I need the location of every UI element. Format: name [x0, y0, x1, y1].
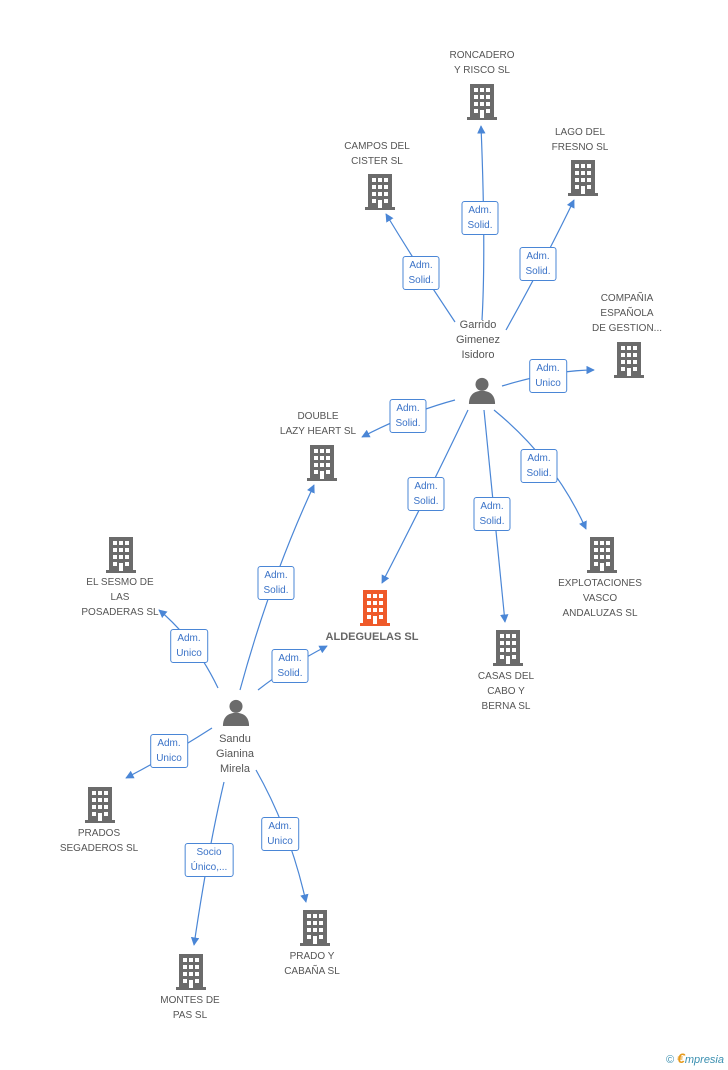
empresia-logo-icon: €: [677, 1050, 685, 1066]
sandu-person-icon[interactable]: [222, 699, 250, 726]
lago-building-icon[interactable]: [568, 160, 598, 196]
edge-label-sandu-double[interactable]: Adm. Solid.: [257, 566, 295, 600]
compania-building-icon[interactable]: [614, 342, 644, 378]
aldeguelas-building-icon[interactable]: [360, 590, 390, 626]
edge-label-garrido-lago[interactable]: Adm. Solid.: [519, 247, 557, 281]
brand-watermark: © €mpresia: [666, 1050, 724, 1066]
company-label-roncadero[interactable]: RONCADERO Y RISCO SL: [449, 50, 515, 76]
campos-building-icon[interactable]: [365, 174, 395, 210]
company-label-compania[interactable]: COMPAÑIA ESPAÑOLA DE GESTION...: [591, 293, 663, 334]
person-label-garrido[interactable]: Garrido Gimenez Isidoro: [455, 319, 501, 361]
prado-building-icon[interactable]: [300, 910, 330, 946]
edge-label-sandu-prados[interactable]: Adm. Unico: [150, 734, 188, 768]
edge-label-sandu-aldeguelas[interactable]: Adm. Solid.: [271, 649, 309, 683]
edge-label-garrido-aldeguelas[interactable]: Adm. Solid.: [407, 477, 445, 511]
edge-label-garrido-casas[interactable]: Adm. Solid.: [473, 497, 511, 531]
company-label-sesmo[interactable]: EL SESMO DE LAS POSADERAS SL: [81, 577, 159, 618]
edge-label-sandu-montes[interactable]: Socio Único,...: [184, 843, 234, 877]
company-label-prados[interactable]: PRADOS SEGADEROS SL: [59, 828, 139, 854]
edge-label-garrido-compania[interactable]: Adm. Unico: [529, 359, 567, 393]
montes-building-icon[interactable]: [176, 954, 206, 990]
company-label-lago[interactable]: LAGO DEL FRESNO SL: [551, 127, 609, 153]
edge-label-sandu-prado[interactable]: Adm. Unico: [261, 817, 299, 851]
sesmo-building-icon[interactable]: [106, 537, 136, 573]
copyright-icon: ©: [665, 1054, 675, 1066]
company-label-campos[interactable]: CAMPOS DEL CISTER SL: [344, 141, 410, 167]
company-label-casas[interactable]: CASAS DEL CABO Y BERNA SL: [477, 671, 535, 712]
explotaciones-building-icon[interactable]: [587, 537, 617, 573]
prados-building-icon[interactable]: [85, 787, 115, 823]
edge-label-garrido-explotaciones[interactable]: Adm. Solid.: [520, 449, 558, 483]
edge-label-garrido-double[interactable]: Adm. Solid.: [389, 399, 427, 433]
double-building-icon[interactable]: [307, 445, 337, 481]
company-label-montes[interactable]: MONTES DE PAS SL: [160, 995, 220, 1021]
roncadero-building-icon[interactable]: [467, 84, 497, 120]
company-label-double[interactable]: DOUBLE LAZY HEART SL: [279, 411, 357, 437]
company-label-prado[interactable]: PRADO Y CABAÑA SL: [284, 951, 340, 977]
company-label-explotaciones[interactable]: EXPLOTACIONES VASCO ANDALUZAS SL: [558, 578, 642, 619]
brand-name: mpresia: [684, 1054, 724, 1066]
casas-building-icon[interactable]: [493, 630, 523, 666]
edge-label-garrido-campos[interactable]: Adm. Solid.: [402, 256, 440, 290]
edge-label-sandu-sesmo[interactable]: Adm. Unico: [170, 629, 208, 663]
company-label-aldeguelas[interactable]: ALDEGUELAS SL: [325, 631, 419, 643]
garrido-person-icon[interactable]: [468, 377, 496, 404]
person-label-sandu[interactable]: Sandu Gianina Mirela: [216, 733, 254, 775]
edge-label-garrido-roncadero[interactable]: Adm. Solid.: [461, 201, 499, 235]
edge-garrido-roncadero: [477, 125, 486, 321]
